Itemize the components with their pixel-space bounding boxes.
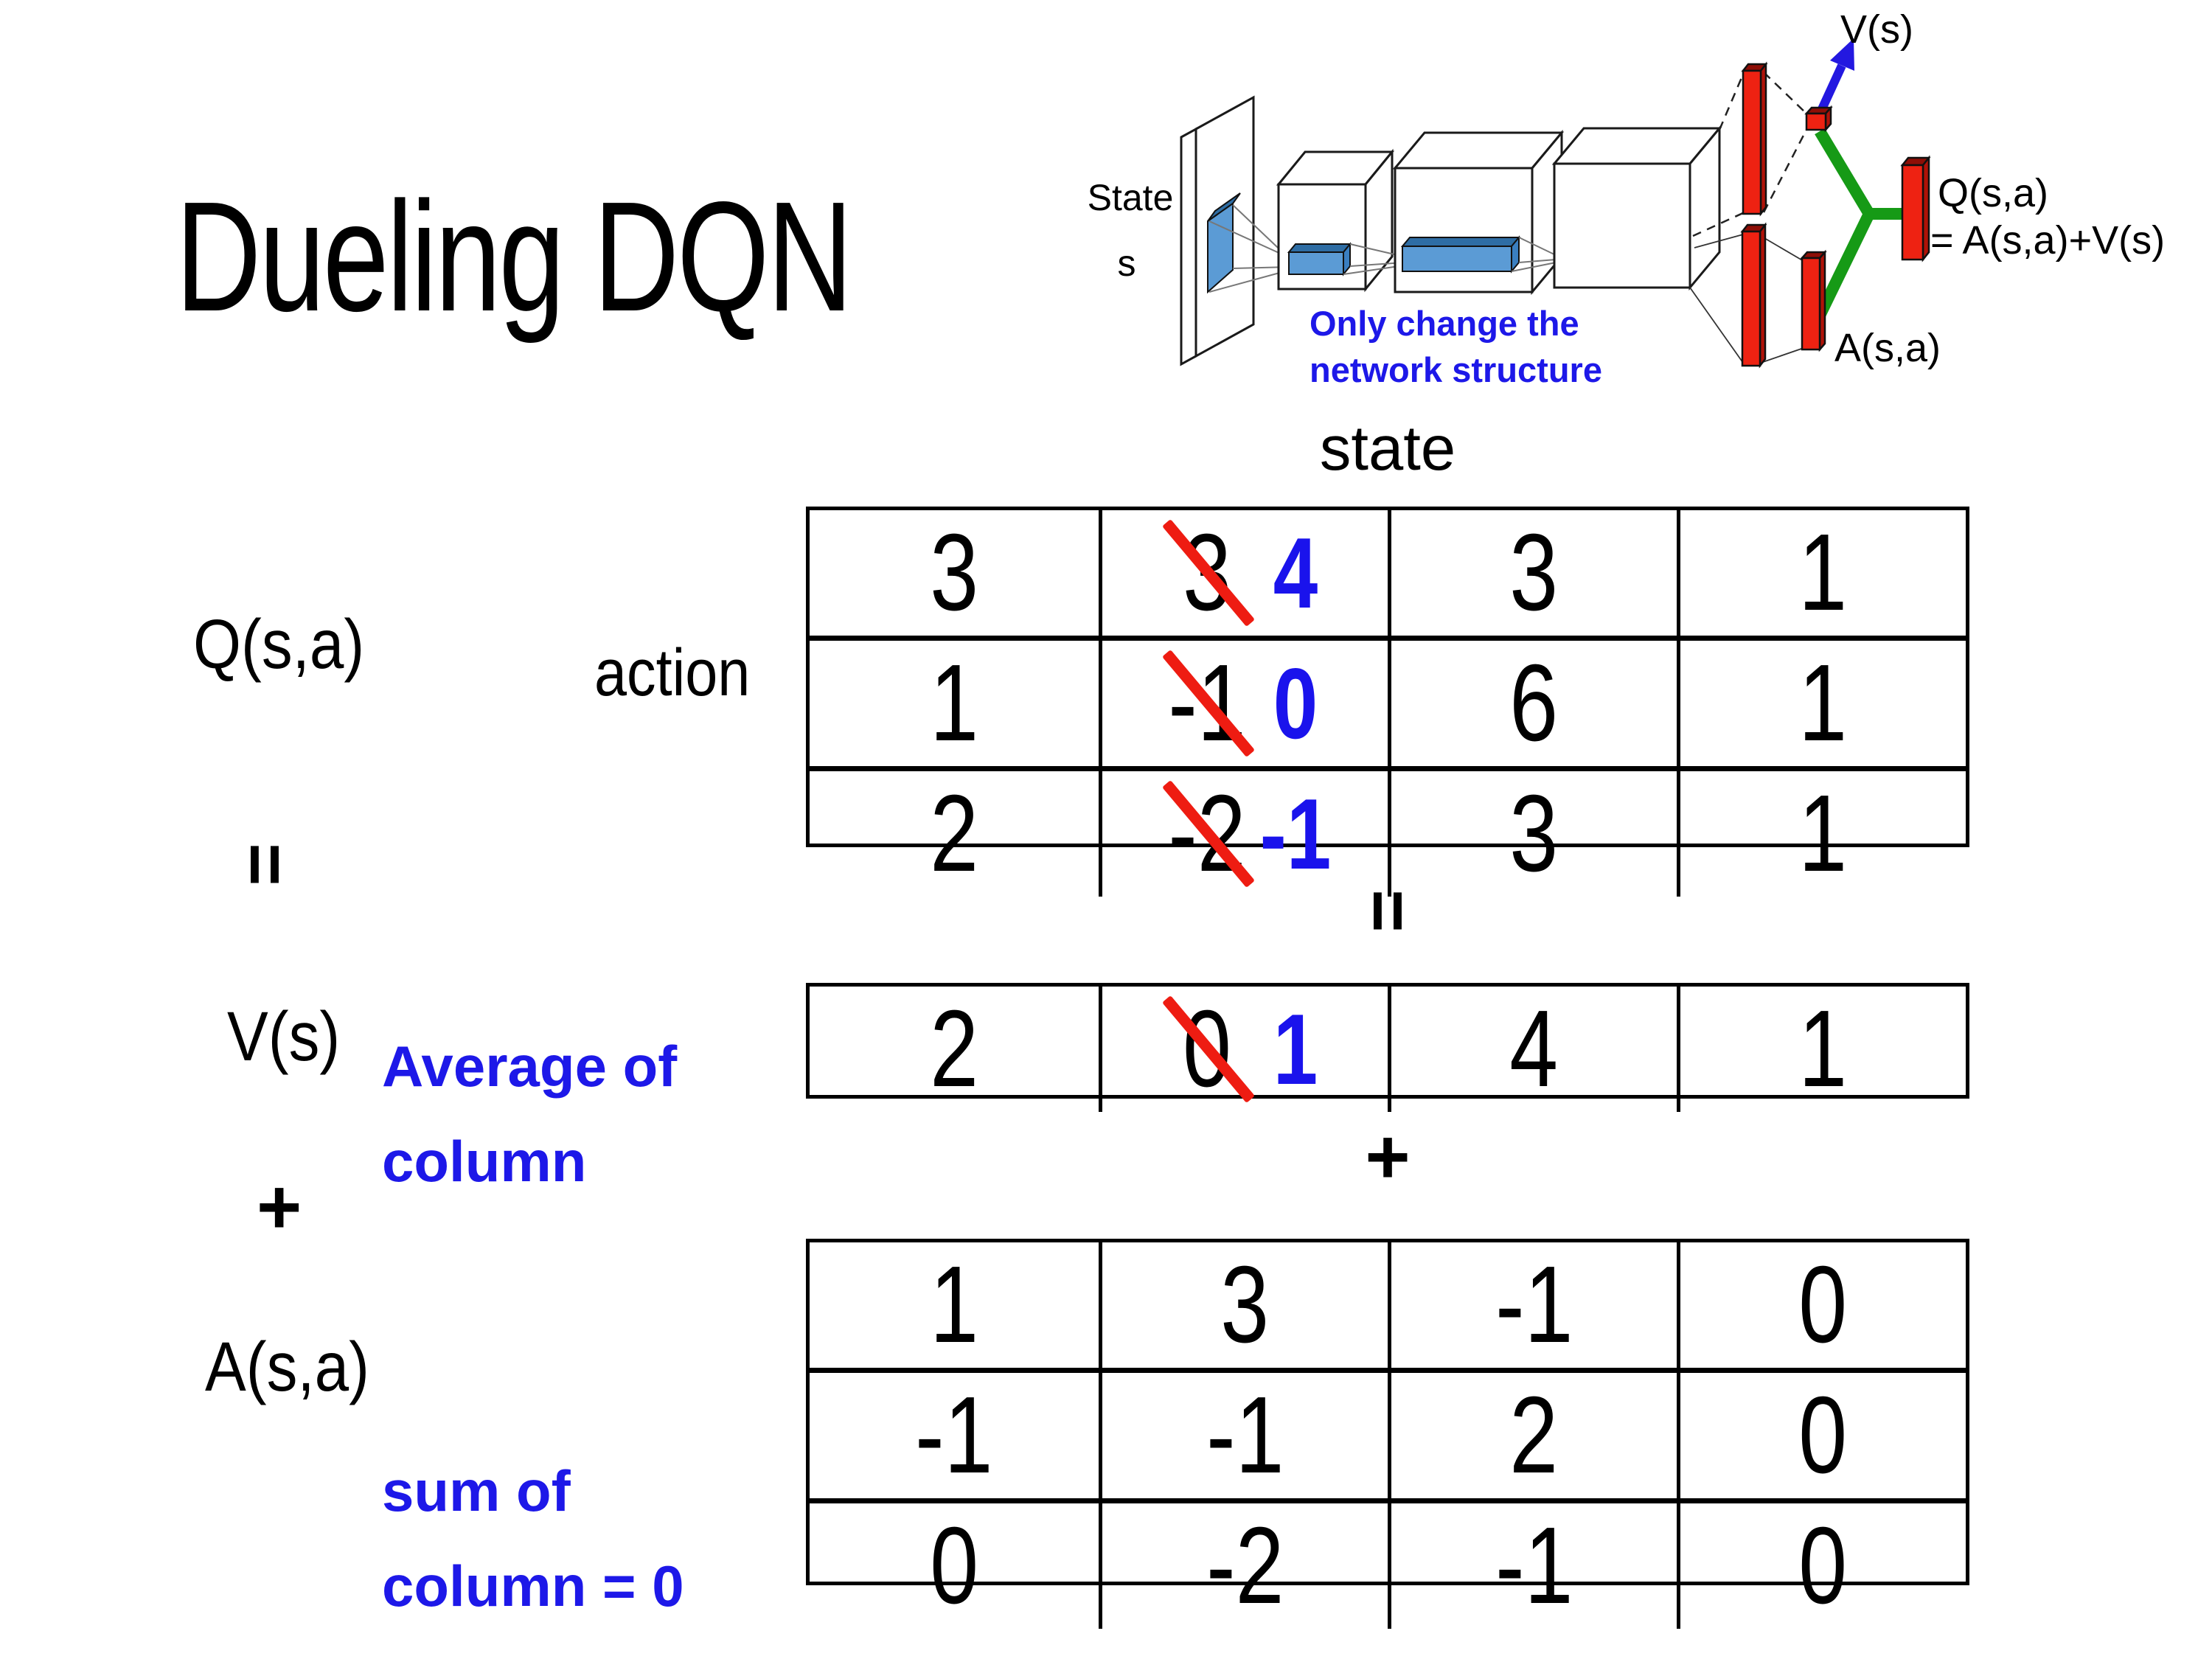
input-plane-side: [1180, 127, 1197, 366]
equals-left: =: [223, 843, 307, 886]
a-cell: 1: [930, 1244, 978, 1366]
fc-bar-top: [1741, 61, 1768, 217]
a-cell: 3: [1099, 1242, 1388, 1368]
q-cell: 1: [1677, 766, 1966, 897]
diagram-a-label: A(s,a): [1834, 326, 1941, 370]
v-cell: 4: [1388, 987, 1677, 1112]
fc-bar-bottom: [1740, 222, 1767, 369]
feature-bar-1: [1287, 242, 1352, 276]
diagram-state-s: s: [1118, 243, 1136, 284]
average-note-line1: Average of: [382, 1034, 678, 1099]
feature-bar-2: [1400, 235, 1521, 274]
q-cell: 1: [1677, 510, 1966, 636]
q-output-bar: [1900, 155, 1931, 262]
q-cell-crossed: -2 -1: [1099, 766, 1388, 897]
v-cell: 2: [930, 988, 978, 1110]
page-title: Dueling DQN: [175, 167, 1064, 347]
network-diagram: State s V(s) Q(s,a) = A(s,a)+V(s) A(s,a)…: [1088, 7, 2165, 389]
a-cell: -1: [1388, 1242, 1677, 1368]
sum-note-line2: column = 0: [382, 1553, 684, 1618]
q-cell-crossed: -1 0: [1099, 636, 1388, 766]
diagram-v-label: V(s): [1840, 7, 1913, 52]
sum-note-line1: sum of: [382, 1458, 571, 1523]
v-label: V(s): [227, 998, 341, 1076]
diagram-state-label: State: [1088, 177, 1174, 218]
a-cell: 0: [1677, 1498, 1966, 1629]
merge-connector: [1812, 128, 1904, 321]
q-label: Q(s,a): [193, 605, 365, 684]
a-cell: 0: [1677, 1368, 1966, 1498]
plus-mid: +: [1365, 1114, 1411, 1200]
diagram-note-line2: network structure: [1310, 350, 1602, 389]
average-note: Average of column: [382, 1019, 677, 1208]
conv-lines-3: [1511, 237, 1557, 272]
q-cell: 3: [1388, 766, 1677, 897]
q-cell: 1: [1677, 636, 1966, 766]
q-cell: 3: [1388, 510, 1677, 636]
v-arrow-shaft: [1817, 63, 1846, 113]
q-cell: 1: [810, 636, 1099, 766]
v-node: [1804, 105, 1833, 133]
q-cell: 3: [930, 512, 978, 633]
a-cell: -2: [1099, 1498, 1388, 1629]
conv-box-3: [1551, 125, 1722, 291]
v-cell-crossed: 0 1: [1099, 987, 1388, 1112]
a-cell: -1: [1388, 1498, 1677, 1629]
a-node: [1800, 249, 1827, 352]
diagram-q-label: Q(s,a): [1938, 171, 2048, 215]
v-arrow-head: [1830, 38, 1854, 71]
dashed-links: [1692, 70, 1809, 237]
a-cell: -1: [1099, 1368, 1388, 1498]
state-label: state: [1319, 414, 1456, 484]
sum-note: sum of column = 0: [382, 1444, 684, 1633]
v-table: 2 0 1 4 1: [806, 983, 1969, 1112]
a-label: A(s,a): [205, 1328, 369, 1406]
diagram-q-formula: = A(s,a)+V(s): [1930, 218, 2165, 262]
action-label: action: [594, 636, 751, 710]
a-cell: 0: [810, 1498, 1099, 1629]
q-cell-crossed: 3 4: [1099, 510, 1388, 636]
a-cell: 0: [1677, 1242, 1966, 1368]
average-note-line2: column: [382, 1128, 587, 1194]
page-title-text: Dueling DQN: [175, 169, 853, 344]
diagram-note-line1: Only change the: [1310, 304, 1579, 343]
q-cell: 2: [810, 766, 1099, 897]
solid-links: [1689, 234, 1804, 364]
v-cell: 1: [1677, 987, 1966, 1112]
a-cell: -1: [810, 1368, 1099, 1498]
q-table: 3 3 4 3 1 1 -1 0 6 1 2 -2 -1 3 1: [806, 507, 1969, 897]
q-cell: 6: [1388, 636, 1677, 766]
plus-left: +: [257, 1164, 302, 1251]
a-table: 1 3 -1 0 -1 -1 2 0 0 -2 -1 0: [806, 1239, 1969, 1629]
conv-filter: [1207, 202, 1234, 294]
a-cell: 2: [1388, 1368, 1677, 1498]
